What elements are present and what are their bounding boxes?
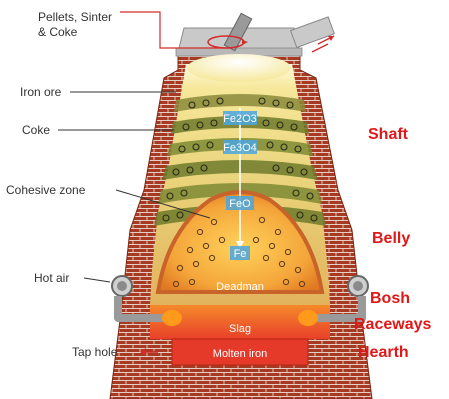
slag-label: Slag	[229, 323, 251, 335]
zone-raceways-label: Raceways	[354, 316, 431, 334]
zone-hearth-label: Hearth	[358, 344, 409, 362]
hot-air-callout-line	[84, 278, 110, 282]
cohesive-zone-label: Cohesive zone	[6, 183, 85, 197]
chem-fe: Fe	[234, 248, 247, 260]
zone-shaft-label: Shaft	[368, 126, 408, 144]
tap-hole-label: Tap hole	[72, 345, 117, 359]
hot-air-label: Hot air	[34, 271, 69, 285]
iron-ore-label: Iron ore	[20, 85, 61, 99]
top-gas-outlet	[291, 17, 335, 52]
zone-belly-label: Belly	[372, 230, 410, 248]
deadman-label: Deadman	[216, 281, 264, 293]
feed-label: Pellets, Sinter & Coke	[38, 10, 112, 40]
chem-fe2o3: Fe2O3	[223, 113, 257, 125]
molten-iron-label: Molten iron	[213, 348, 267, 360]
furnace-top-glow	[187, 54, 291, 82]
zone-bosh-label: Bosh	[370, 290, 410, 308]
coke-label: Coke	[22, 123, 50, 137]
chem-feo: FeO	[229, 198, 251, 210]
chem-fe3o4: Fe3O4	[223, 142, 257, 154]
